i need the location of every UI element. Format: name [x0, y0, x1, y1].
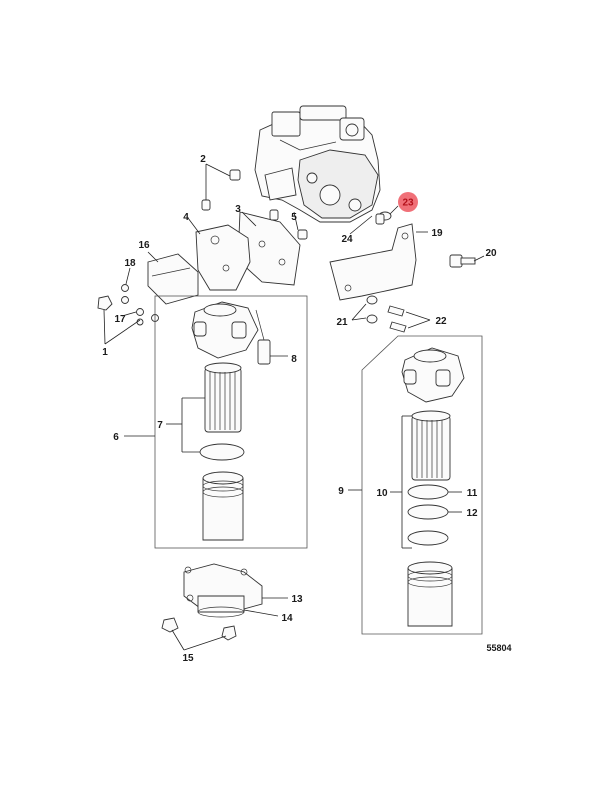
- callout-15[interactable]: 15: [182, 653, 194, 664]
- filter-bowl-left: [202, 471, 244, 541]
- washers-21: [366, 295, 378, 324]
- filter-head-right: [401, 347, 465, 403]
- o-ring-12: [407, 504, 449, 520]
- callout-2[interactable]: 2: [200, 154, 206, 165]
- nut-1: [97, 295, 113, 311]
- highlight-marker: [398, 192, 418, 212]
- callout-20[interactable]: 20: [485, 248, 497, 259]
- module-16: [147, 253, 199, 305]
- callout-13[interactable]: 13: [291, 594, 303, 605]
- callout-9[interactable]: 9: [338, 486, 344, 497]
- reference-number: 55804: [486, 643, 511, 653]
- callout-6[interactable]: 6: [113, 432, 119, 443]
- bolts-22: [387, 305, 407, 333]
- callout-3[interactable]: 3: [235, 204, 241, 215]
- bolt-20: [449, 254, 476, 268]
- callout-14[interactable]: 14: [281, 613, 293, 624]
- filter-assembly-9-box: [361, 335, 483, 635]
- bracket-4: [195, 224, 251, 291]
- callout-10[interactable]: 10: [376, 488, 388, 499]
- filter-element-7: [204, 362, 242, 433]
- filter-element-10: [411, 410, 451, 481]
- o-ring-11: [407, 484, 449, 500]
- callout-5[interactable]: 5: [291, 212, 297, 223]
- mounting-bracket-19: [329, 223, 417, 301]
- o-ring-right-lower: [407, 530, 449, 546]
- callout-11[interactable]: 11: [467, 488, 478, 499]
- callout-22[interactable]: 22: [435, 316, 447, 327]
- filter-head-left: [191, 301, 271, 365]
- callout-17[interactable]: 17: [114, 314, 126, 325]
- o-ring-left: [199, 443, 245, 461]
- filter-bowl-right: [407, 561, 453, 627]
- callout-7[interactable]: 7: [157, 420, 163, 431]
- callout-19[interactable]: 19: [431, 228, 443, 239]
- callout-1[interactable]: 1: [102, 347, 108, 358]
- callout-18[interactable]: 18: [124, 258, 136, 269]
- callout-23: 23: [402, 198, 414, 209]
- callout-labels: 1 2 3 4 5 6 7 8 9 10 11 12 13 14 15 16 1…: [102, 154, 497, 664]
- callout-23-highlight[interactable]: 23: [398, 192, 418, 212]
- clamp-14: [197, 595, 245, 618]
- callout-21[interactable]: 21: [336, 317, 348, 328]
- callout-8[interactable]: 8: [291, 354, 297, 365]
- callout-12[interactable]: 12: [466, 508, 478, 519]
- filter-assembly-6-box: [154, 295, 308, 549]
- leader-lines: [103, 163, 485, 651]
- callout-24[interactable]: 24: [341, 234, 353, 245]
- bolts-5: [269, 209, 308, 240]
- pump-assembly: [254, 105, 381, 223]
- callout-16[interactable]: 16: [138, 240, 150, 251]
- callout-4[interactable]: 4: [183, 212, 189, 223]
- fitting-23: [375, 211, 392, 225]
